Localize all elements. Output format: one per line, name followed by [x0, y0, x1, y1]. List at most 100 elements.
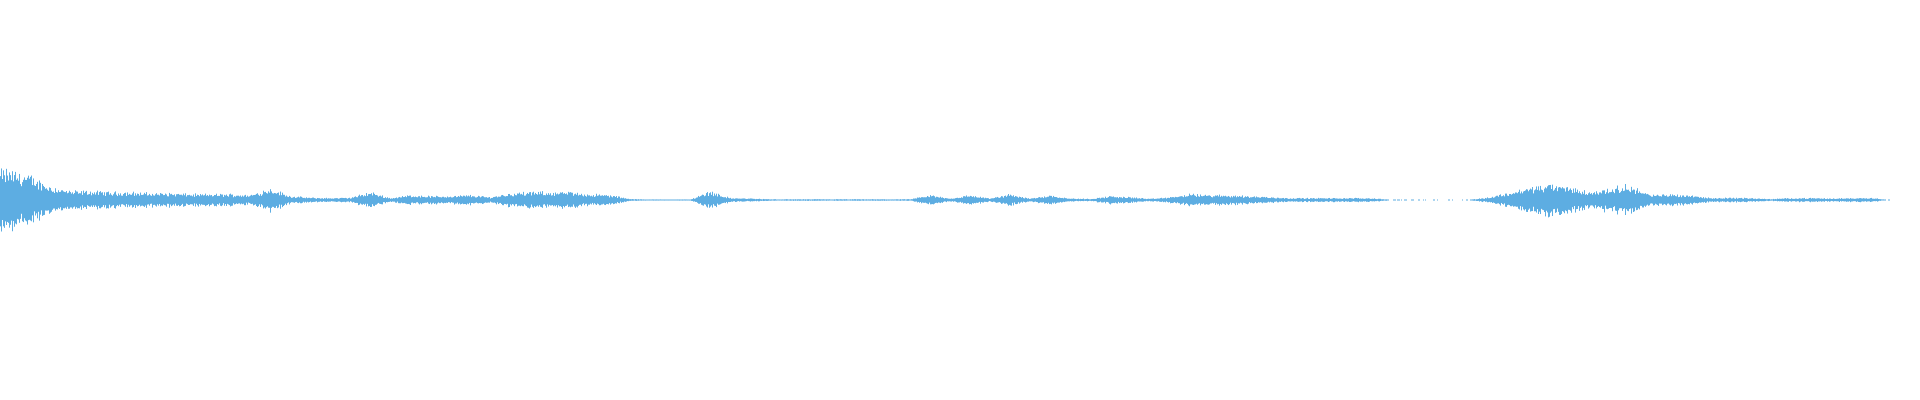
waveform-sample	[122, 195, 123, 205]
waveform-sample	[1098, 198, 1099, 203]
waveform-sample	[1251, 197, 1252, 203]
waveform-sample	[1532, 187, 1533, 212]
waveform-sample	[964, 196, 965, 204]
waveform-sample	[602, 195, 603, 205]
waveform-sample	[1103, 197, 1104, 203]
waveform-sample	[1111, 196, 1112, 204]
waveform-sample	[1824, 198, 1825, 202]
waveform-sample	[1624, 190, 1625, 209]
waveform-sample	[1090, 199, 1091, 201]
waveform-sample	[924, 197, 925, 203]
waveform-sample	[144, 192, 145, 207]
waveform-sample	[1632, 190, 1633, 209]
waveform-sample	[1744, 197, 1745, 202]
waveform-sample	[1239, 196, 1240, 204]
waveform-sample	[458, 196, 459, 205]
waveform-sample	[1303, 198, 1304, 202]
waveform-sample	[890, 199, 891, 201]
waveform-sample	[474, 196, 475, 204]
waveform-sample	[133, 191, 134, 207]
waveform-sample	[277, 192, 278, 209]
waveform-sample	[1332, 198, 1333, 202]
waveform-sample	[1694, 196, 1695, 203]
waveform-sample	[548, 193, 549, 207]
waveform-sample	[590, 196, 591, 204]
waveform-sample	[248, 196, 249, 203]
waveform-sample	[1613, 191, 1614, 208]
waveform-sample	[591, 195, 592, 205]
waveform-sample	[1140, 198, 1141, 202]
waveform-sample	[451, 197, 452, 203]
waveform-sample	[1742, 198, 1743, 202]
waveform-sample	[1230, 197, 1231, 203]
waveform-sample	[538, 191, 539, 207]
waveform-sample	[1848, 198, 1849, 202]
waveform-sample	[1155, 198, 1156, 202]
waveform-sample	[976, 197, 977, 203]
waveform-sample	[904, 199, 905, 201]
waveform-sample	[36, 183, 37, 214]
waveform-sample	[1695, 196, 1696, 204]
waveform-sample	[737, 198, 738, 202]
waveform-sample	[60, 191, 61, 208]
waveform-sample	[494, 196, 495, 203]
waveform-sample	[917, 197, 918, 203]
waveform-sample	[1364, 198, 1365, 202]
waveform-sample	[1206, 195, 1207, 205]
waveform-sample	[592, 196, 593, 203]
waveform-sample	[456, 197, 457, 204]
waveform-sample	[1522, 193, 1523, 207]
waveform-sample	[312, 197, 313, 203]
waveform-sample	[1799, 198, 1800, 203]
waveform-sample	[645, 199, 646, 201]
waveform-sample	[630, 199, 631, 201]
waveform-sample	[1550, 184, 1551, 213]
waveform-sample	[1360, 198, 1361, 202]
waveform-sample	[189, 194, 190, 205]
waveform-sample	[1540, 185, 1541, 215]
waveform-sample	[1289, 198, 1290, 202]
waveform-sample	[370, 194, 371, 207]
waveform-sample	[282, 192, 283, 208]
waveform-sample	[357, 197, 358, 203]
waveform-sample	[250, 195, 251, 204]
waveform-sample	[1101, 197, 1102, 203]
waveform-sample	[1714, 198, 1715, 202]
waveform-sample	[134, 195, 135, 206]
waveform-sample	[1530, 188, 1531, 212]
waveform-sample	[95, 194, 96, 206]
waveform-sample	[1117, 197, 1118, 204]
waveform-sample	[1032, 198, 1033, 202]
waveform-sample	[1418, 199, 1419, 201]
waveform-sample	[1063, 198, 1064, 202]
waveform-sample	[1864, 198, 1865, 202]
waveform-sample	[1148, 198, 1149, 202]
waveform-sample	[462, 196, 463, 204]
waveform-sample	[1515, 192, 1516, 207]
waveform-sample	[221, 194, 222, 207]
waveform-sample	[377, 195, 378, 204]
waveform-sample	[711, 194, 712, 206]
waveform-sample	[603, 195, 604, 204]
waveform-sample	[1590, 193, 1591, 206]
waveform-sample	[690, 199, 691, 201]
waveform-sample	[1609, 192, 1610, 208]
waveform-sample	[297, 197, 298, 203]
waveform-sample	[1069, 198, 1070, 202]
waveform-sample	[320, 198, 321, 202]
waveform-sample	[1022, 197, 1023, 203]
waveform-sample	[1616, 188, 1617, 211]
waveform-sample	[319, 198, 320, 202]
waveform-sample	[1685, 197, 1686, 204]
waveform-sample	[849, 199, 850, 201]
waveform-sample	[62, 190, 63, 211]
waveform-sample	[428, 195, 429, 204]
waveform-sample	[1877, 198, 1878, 202]
waveform-sample	[1838, 198, 1839, 202]
waveform-sample	[127, 192, 128, 208]
waveform-sample	[1260, 197, 1261, 203]
waveform-sample	[1675, 196, 1676, 205]
waveform-sample	[11, 180, 12, 221]
waveform-sample	[396, 197, 397, 203]
waveform-sample	[442, 196, 443, 203]
